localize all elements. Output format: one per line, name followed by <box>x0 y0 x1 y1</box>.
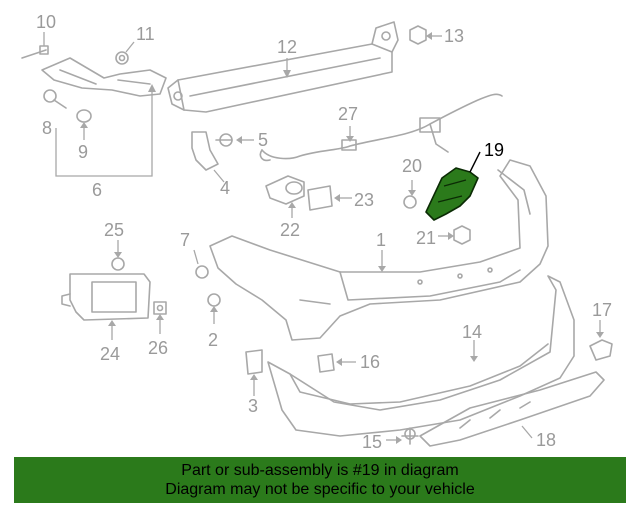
callout-19[interactable]: 19 <box>484 140 504 160</box>
callout-20[interactable]: 20 <box>402 156 422 176</box>
callout-9[interactable]: 9 <box>78 142 88 162</box>
part-17-cap <box>589 339 613 361</box>
part-9-washer <box>76 109 92 123</box>
part-13-nut <box>409 25 427 45</box>
part-26-bracket <box>153 301 167 315</box>
part-8-pin <box>43 89 67 109</box>
callout-11[interactable]: 11 <box>136 24 155 44</box>
part-1-bumper-cover <box>209 159 549 341</box>
callout-12[interactable]: 12 <box>277 37 297 57</box>
callout-15[interactable]: 15 <box>362 432 382 452</box>
part-20-clip <box>403 195 417 209</box>
footer-banner: Part or sub-assembly is #19 in diagram D… <box>14 457 626 503</box>
callout-25[interactable]: 25 <box>104 220 124 240</box>
callout-6[interactable]: 6 <box>92 180 102 200</box>
part-3-bracket <box>245 349 263 375</box>
part-15-bolt <box>401 427 419 445</box>
footer-line-1: Part or sub-assembly is #19 in diagram <box>181 462 459 479</box>
callout-2[interactable]: 2 <box>208 330 218 350</box>
part-12-impact-bar <box>167 21 399 113</box>
footer-line-2: Diagram may not be specific to your vehi… <box>165 481 475 498</box>
callout-18[interactable]: 18 <box>536 430 556 450</box>
part-23-sensor-bracket <box>307 185 333 211</box>
callout-8[interactable]: 8 <box>42 118 52 138</box>
callout-24[interactable]: 24 <box>100 344 120 364</box>
part-11-clip <box>115 51 129 65</box>
part-19-highlighted[interactable] <box>425 167 479 221</box>
part-24-control-module <box>61 273 151 321</box>
part-6-bracket-assembly <box>41 57 167 97</box>
callout-14[interactable]: 14 <box>462 322 482 342</box>
callout-17[interactable]: 17 <box>592 300 612 320</box>
part-14-lower-cover <box>267 275 575 437</box>
part-2-clip <box>207 293 221 307</box>
part-16-clip <box>317 353 335 373</box>
callout-16[interactable]: 16 <box>360 352 380 372</box>
part-25-clip <box>111 257 125 271</box>
part-22-sensor <box>265 175 305 205</box>
callout-7[interactable]: 7 <box>180 230 190 250</box>
part-7-clip <box>195 265 209 279</box>
callout-4[interactable]: 4 <box>220 178 230 198</box>
callout-10[interactable]: 10 <box>36 12 56 32</box>
callout-13[interactable]: 13 <box>444 26 464 46</box>
part-5-screw <box>215 133 233 147</box>
callout-27[interactable]: 27 <box>338 104 358 124</box>
callout-26[interactable]: 26 <box>148 338 168 358</box>
callout-23[interactable]: 23 <box>354 190 374 210</box>
callout-5[interactable]: 5 <box>258 130 268 150</box>
callout-21[interactable]: 21 <box>416 228 436 248</box>
callout-22[interactable]: 22 <box>280 220 300 240</box>
part-18-diffuser <box>419 371 605 447</box>
parts-diagram: 12 10 11 6 8 9 13 5 <box>21 12 613 452</box>
callout-1[interactable]: 1 <box>376 230 386 250</box>
part-27-wiring-harness <box>259 93 503 162</box>
callout-3[interactable]: 3 <box>248 396 258 416</box>
part-4-bracket <box>191 131 219 171</box>
part-21-nut <box>453 225 471 245</box>
part-10-bolt <box>21 45 49 59</box>
